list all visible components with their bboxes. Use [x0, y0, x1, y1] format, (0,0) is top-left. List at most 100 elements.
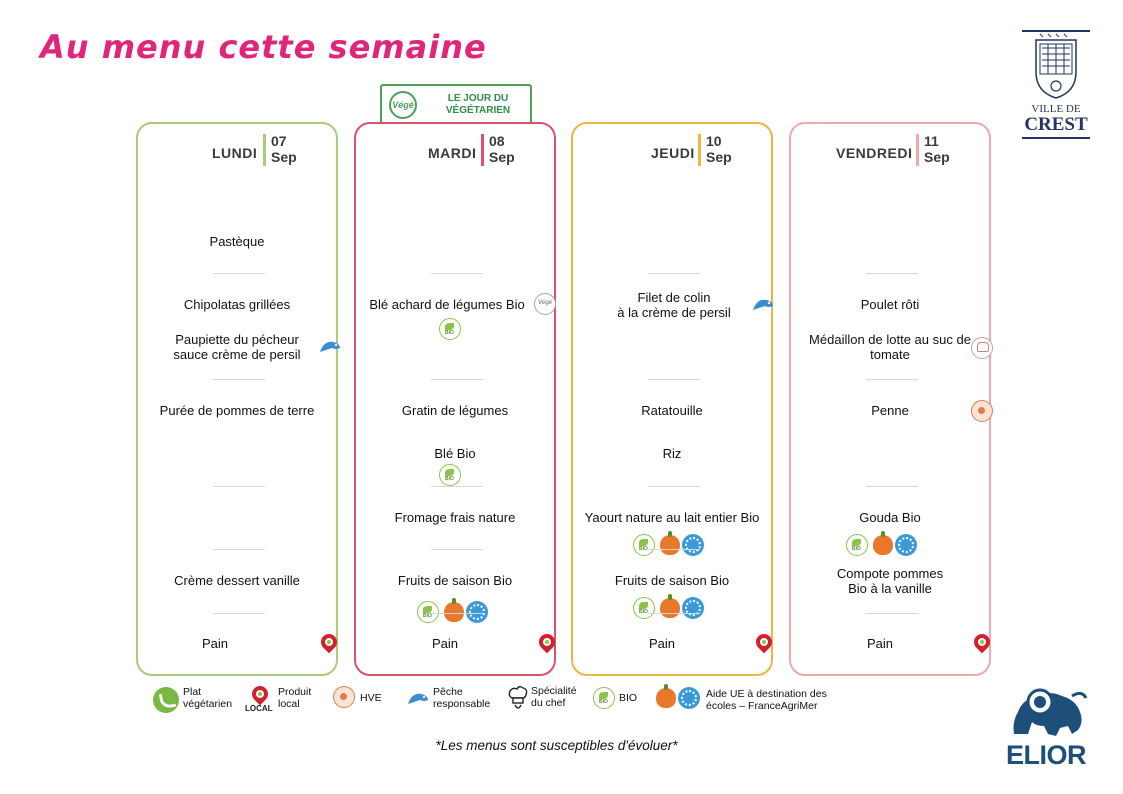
legend-aid: Aide UE à destination des écoles – Franc… — [706, 688, 827, 712]
separator — [431, 613, 483, 614]
menu-item: Compote pommes Bio à la vanille — [836, 566, 944, 596]
local-pin-icon — [317, 630, 341, 654]
aid-drop-icon — [682, 534, 704, 556]
day-number: 10 — [706, 133, 722, 149]
chef-hat-icon — [508, 686, 528, 709]
aid-drop-icon — [895, 534, 917, 556]
footer-note: *Les menus sont susceptibles d'évoluer* — [435, 738, 678, 753]
day-name: MARDI — [428, 145, 477, 161]
vegetarian-icon: Végé — [534, 293, 556, 315]
day-month: Sep — [489, 149, 515, 165]
aid-drop-icon — [682, 597, 704, 619]
vege-badge-icon: Végé — [389, 91, 417, 119]
aid-drop-icon — [466, 601, 488, 623]
menu-item: Gouda Bio — [859, 510, 921, 525]
menu-item: Pastèque — [209, 234, 265, 249]
crest-shield-icon — [1022, 30, 1090, 99]
menu-item: Blé achard de légumes Bio — [369, 297, 525, 312]
bio-icon — [633, 534, 655, 556]
bio-icon — [846, 534, 868, 556]
menu-item: Pain — [431, 636, 459, 651]
separator — [866, 273, 918, 274]
legend-local: Produit local — [278, 686, 312, 710]
menu-item: Gratin de légumes — [401, 403, 509, 418]
separator — [431, 273, 483, 274]
apple-icon — [660, 531, 680, 555]
day-number: 07 — [271, 133, 287, 149]
day-name: JEUDI — [651, 145, 695, 161]
chef-icon — [971, 337, 993, 359]
separator — [431, 549, 483, 550]
elior-logo: ELIOR — [1002, 682, 1092, 774]
page-title: Au menu cette semaine — [40, 28, 487, 66]
menu-item: Pain — [648, 636, 676, 651]
menu-item: Purée de pommes de terre — [159, 403, 315, 418]
day-name: LUNDI — [212, 145, 258, 161]
vege-badge-label: LE JOUR DU VÉGÉTARIEN — [430, 93, 526, 117]
menu-item: Yaourt nature au lait entier Bio — [584, 510, 760, 525]
separator — [213, 273, 265, 274]
separator — [431, 486, 483, 487]
menu-item: Blé Bio — [434, 446, 476, 461]
separator — [213, 549, 265, 550]
day-month: Sep — [924, 149, 950, 165]
menu-item: Ratatouille — [641, 403, 703, 418]
day-name: VENDREDI — [836, 145, 913, 161]
menu-item: Chipolatas grillées — [183, 297, 291, 312]
apple-icon — [660, 594, 680, 618]
day-divider — [481, 134, 484, 166]
hve-icon — [971, 400, 993, 422]
bison-icon — [1013, 688, 1088, 736]
bio-icon — [439, 464, 461, 486]
day-month: Sep — [271, 149, 297, 165]
menu-item: Crème dessert vanille — [174, 573, 300, 588]
menu-item: Pain — [866, 636, 894, 651]
separator — [648, 549, 700, 550]
separator — [648, 379, 700, 380]
menu-item: Médaillon de lotte au suc de tomate — [809, 332, 971, 362]
separator — [648, 486, 700, 487]
separator — [866, 613, 918, 614]
menu-item: Fromage frais nature — [394, 510, 516, 525]
menu-item: Penne — [871, 403, 909, 418]
apple-icon — [656, 684, 676, 708]
fish-icon — [320, 341, 340, 352]
apple-icon — [444, 598, 464, 622]
aid-drop-icon — [678, 687, 700, 709]
separator — [213, 613, 265, 614]
menu-item: Riz — [662, 446, 682, 461]
vegetarian-day-badge: Végé LE JOUR DU VÉGÉTARIEN — [380, 84, 532, 124]
menu-item: Fruits de saison Bio — [614, 573, 730, 588]
menu-item: Poulet rôti — [860, 297, 920, 312]
day-number: 11 — [924, 133, 939, 149]
bio-icon — [417, 601, 439, 623]
separator — [648, 273, 700, 274]
vegetarian-icon — [153, 687, 179, 713]
local-pin-icon — [248, 682, 272, 706]
bio-icon — [439, 318, 461, 340]
separator — [866, 379, 918, 380]
apple-icon — [873, 531, 893, 555]
legend-hve: HVE — [360, 692, 382, 704]
day-divider — [916, 134, 919, 166]
bio-icon — [593, 687, 615, 709]
legend-vegetarian: Plat végétarien — [183, 686, 233, 710]
separator — [866, 486, 918, 487]
separator — [431, 379, 483, 380]
brand-name: ELIOR — [1005, 740, 1087, 770]
day-divider — [263, 134, 266, 166]
legend: Plat végétarien LOCAL Produit local HVE … — [150, 682, 850, 718]
menu-item: Paupiette du pécheur sauce crème de pers… — [173, 332, 301, 362]
fish-icon — [753, 299, 773, 310]
vege-badge-line1: LE JOUR DU — [447, 93, 509, 104]
